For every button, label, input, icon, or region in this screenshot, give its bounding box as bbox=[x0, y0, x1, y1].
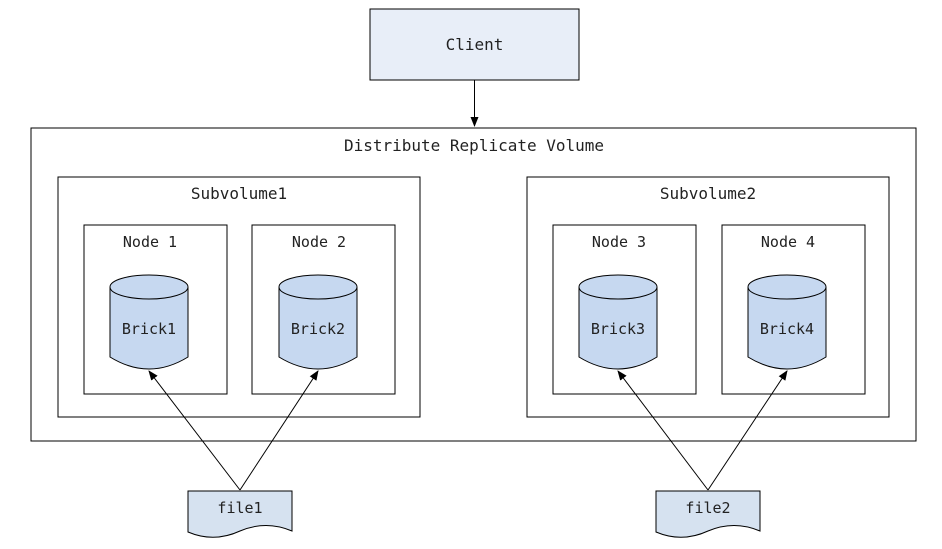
file2-to-brick3-arrow bbox=[617, 370, 709, 491]
node-2-label: Node 2 bbox=[292, 233, 346, 251]
node-4: Node 4 Brick4 bbox=[721, 224, 866, 395]
node-2-box bbox=[251, 224, 396, 395]
subvolume-2-box bbox=[526, 176, 890, 418]
brick-3-label: Brick3 bbox=[591, 320, 645, 338]
brick-1-cylinder-icon bbox=[109, 274, 189, 370]
file2-label: file2 bbox=[685, 499, 730, 517]
volume-box bbox=[30, 127, 917, 442]
node-4-label: Node 4 bbox=[761, 233, 815, 251]
volume-label: Distribute Replicate Volume bbox=[344, 136, 604, 155]
file2-to-brick4-arrow bbox=[707, 370, 788, 491]
node-3-box bbox=[552, 224, 697, 395]
file1-node: file1 bbox=[187, 490, 293, 538]
client-box bbox=[369, 8, 580, 81]
file1-to-brick2-arrow bbox=[239, 370, 319, 491]
brick-4-cylinder-icon bbox=[747, 274, 827, 370]
node-1-label: Node 1 bbox=[123, 233, 177, 251]
subvolume-2: Subvolume2 Node 3 Brick3 Node 4 Brick4 bbox=[526, 176, 890, 418]
brick-2-label: Brick2 bbox=[291, 320, 345, 338]
brick-2-cylinder-icon bbox=[278, 274, 358, 370]
brick-4-label: Brick4 bbox=[760, 320, 814, 338]
file2-document-icon bbox=[655, 490, 761, 538]
file1-document-icon bbox=[187, 490, 293, 538]
brick-1-label: Brick1 bbox=[122, 320, 176, 338]
client-label: Client bbox=[446, 35, 504, 54]
node-2: Node 2 Brick2 bbox=[251, 224, 396, 395]
client-node: Client bbox=[369, 8, 580, 81]
node-3-label: Node 3 bbox=[592, 233, 646, 251]
distribute-replicate-volume: Distribute Replicate Volume bbox=[30, 127, 917, 442]
file1-to-brick1-arrow bbox=[148, 370, 241, 491]
file1-label: file1 bbox=[217, 499, 262, 517]
node-1-box bbox=[83, 224, 228, 395]
subvolume-1-label: Subvolume1 bbox=[191, 184, 287, 203]
subvolume-1: Subvolume1 Node 1 Brick1 Node 2 Brick2 bbox=[57, 176, 421, 418]
node-3: Node 3 Brick3 bbox=[552, 224, 697, 395]
node-1: Node 1 Brick1 bbox=[83, 224, 228, 395]
subvolume-2-label: Subvolume2 bbox=[660, 184, 756, 203]
file2-node: file2 bbox=[655, 490, 761, 538]
node-4-box bbox=[721, 224, 866, 395]
brick-3-cylinder-icon bbox=[578, 274, 658, 370]
subvolume-1-box bbox=[57, 176, 421, 418]
